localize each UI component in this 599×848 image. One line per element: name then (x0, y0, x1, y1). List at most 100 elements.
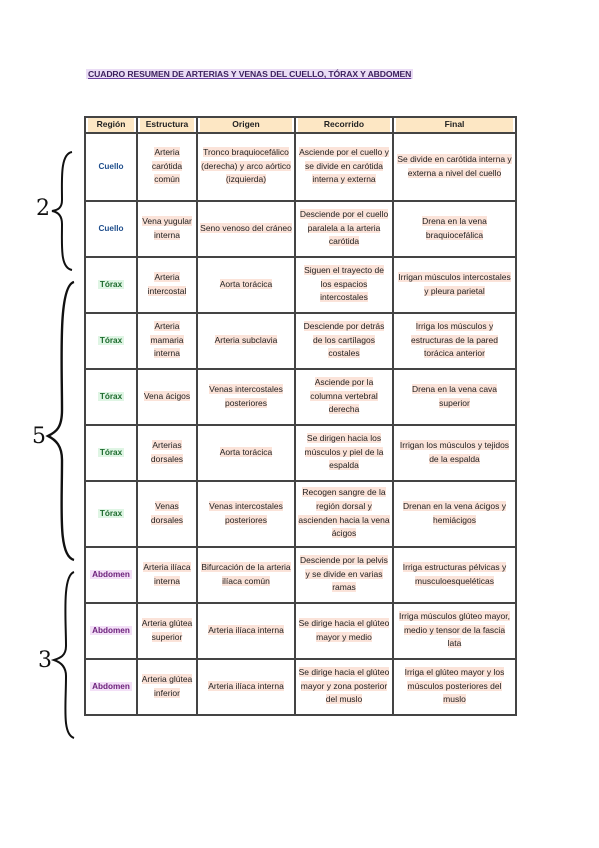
origen-cell: Venas intercostales posteriores (196, 367, 296, 426)
header-recorrido: Recorrido (294, 116, 394, 134)
origen-text: Arteria ilíaca interna (208, 680, 284, 691)
recorrido-text: Asciende por la columna vertebral derech… (310, 377, 378, 415)
estructura-text: Arteria intercostal (147, 272, 187, 296)
origen-text: Arteria subclavia (214, 334, 278, 345)
estructura-cell: Arteria ilíaca interna (136, 545, 198, 604)
final-text: Irriga los músculos y estructuras de la … (411, 321, 498, 359)
region-text: Tórax (97, 508, 125, 518)
final-cell: Irriga los músculos y estructuras de la … (392, 311, 517, 370)
estructura-cell: Vena yugular interna (136, 199, 198, 258)
estructura-text: Arteria carótida común (151, 147, 183, 185)
estructura-text: Vena ácigos (143, 390, 191, 401)
recorrido-text: Desciende por la pelvis y se divide en v… (300, 555, 388, 593)
recorrido-text: Se dirige hacia el glúteo mayor y medio (298, 618, 390, 642)
estructura-text: Venas dorsales (150, 501, 184, 525)
summary-table: Región Estructura Origen Recorrido Final… (84, 116, 517, 716)
origen-text: Seno venoso del cráneo (200, 222, 292, 233)
torax-brace-icon (45, 280, 75, 562)
region-text: Tórax (97, 335, 125, 345)
recorrido-cell: Desciende por la pelvis y se divide en v… (294, 545, 394, 604)
origen-text: Aorta torácica (219, 278, 273, 289)
abdomen-brace-icon (50, 571, 75, 739)
origen-cell: Arteria ilíaca interna (196, 657, 296, 716)
origen-cell: Seno venoso del cráneo (196, 199, 296, 258)
recorrido-text: Recogen sangre de la región dorsal y asc… (298, 487, 390, 539)
region-cell: Tórax (84, 367, 138, 426)
origen-cell: Aorta torácica (196, 255, 296, 314)
final-cell: Drena en la vena braquiocefálica (392, 199, 517, 258)
final-cell: Drena en la vena cava superior (392, 367, 517, 426)
final-cell: Se divide en carótida interna y externa … (392, 131, 517, 202)
header-origen: Origen (196, 116, 296, 134)
estructura-cell: Arteria mamaria interna (136, 311, 198, 370)
estructura-cell: Vena ácigos (136, 367, 198, 426)
region-cell: Tórax (84, 479, 138, 548)
final-text: Drenan en la vena ácigos y hemiácigos (402, 501, 506, 525)
origen-cell: Arteria subclavia (196, 311, 296, 370)
origen-text: Arteria ilíaca interna (208, 624, 284, 635)
abdomen-count: 3 (38, 648, 52, 673)
origen-cell: Bifurcación de la arteria ilíaca común (196, 545, 296, 604)
origen-text: Venas intercostales posteriores (209, 501, 283, 525)
region-cell: Tórax (84, 255, 138, 314)
header-estructura: Estructura (136, 116, 198, 134)
origen-text: Tronco braquiocefálico (derecha) y arco … (201, 147, 291, 185)
region-cell: Abdomen (84, 657, 138, 716)
estructura-cell: Arterias dorsales (136, 423, 198, 482)
final-cell: Irriga el glúteo mayor y los músculos po… (392, 657, 517, 716)
region-text: Tórax (97, 391, 125, 401)
region-cell: Cuello (84, 131, 138, 202)
table-row: Tórax Venas dorsales Venas intercostales p… (84, 479, 517, 548)
estructura-cell: Arteria glútea inferior (136, 657, 198, 716)
final-text: Drena en la vena cava superior (411, 384, 498, 408)
recorrido-cell: Se dirige hacia el glúteo mayor y medio (294, 601, 394, 660)
region-text: Abdomen (90, 681, 132, 691)
estructura-text: Arteria glútea superior (141, 618, 193, 642)
estructura-cell: Venas dorsales (136, 479, 198, 548)
cuello-count: 2 (36, 196, 50, 221)
table-row: Abdomen Arteria glútea inferior Arteria il… (84, 657, 517, 716)
recorrido-cell: Se dirigen hacia los músculos y piel de … (294, 423, 394, 482)
estructura-text: Arteria ilíaca interna (143, 562, 191, 586)
recorrido-text: Asciende por el cuello y se divide en ca… (299, 147, 389, 185)
region-text: Tórax (97, 279, 125, 289)
recorrido-cell: Asciende por la columna vertebral derech… (294, 367, 394, 426)
final-cell: Irriga músculos glúteo mayor, medio y te… (392, 601, 517, 660)
origen-cell: Arteria ilíaca interna (196, 601, 296, 660)
torax-count: 5 (32, 424, 46, 449)
recorrido-text: Desciende por el cuello paralela a la ar… (299, 209, 389, 247)
final-text: Drena en la vena braquiocefálica (422, 216, 487, 240)
origen-text: Aorta torácica (219, 446, 273, 457)
region-text: Abdomen (90, 625, 132, 635)
recorrido-cell: Desciende por detrás de los cartílagos c… (294, 311, 394, 370)
estructura-text: Arterias dorsales (150, 440, 184, 464)
region-cell: Tórax (84, 423, 138, 482)
origen-cell: Venas intercostales posteriores (196, 479, 296, 548)
final-text: Irriga estructuras pélvicas y musculoesq… (402, 562, 507, 586)
origen-text: Venas intercostales posteriores (209, 384, 283, 408)
region-text: Cuello (98, 223, 124, 233)
final-text: Irrigan los músculos y tejidos de la esp… (399, 440, 510, 464)
final-cell: Irriga estructuras pélvicas y musculoesq… (392, 545, 517, 604)
origen-cell: Aorta torácica (196, 423, 296, 482)
recorrido-text: Se dirigen hacia los músculos y piel de … (304, 433, 384, 471)
recorrido-cell: Asciende por el cuello y se divide en ca… (294, 131, 394, 202)
document-title: CUADRO RESUMEN DE ARTERIAS Y VENAS DEL C… (86, 69, 414, 79)
recorrido-text: Desciende por detrás de los cartílagos c… (303, 321, 385, 359)
estructura-text: Vena yugular interna (142, 216, 192, 240)
header-row: Región Estructura Origen Recorrido Final (84, 116, 517, 134)
table-row: Abdomen Arteria glútea superior Arteria il… (84, 601, 517, 660)
recorrido-cell: Se dirige hacia el glúteo mayor y zona p… (294, 657, 394, 716)
table-row: Tórax Arteria mamaria interna Arteria subc… (84, 311, 517, 370)
region-cell: Abdomen (84, 545, 138, 604)
final-text: Irriga músculos glúteo mayor, medio y te… (398, 611, 511, 649)
header-region: Región (84, 116, 138, 134)
region-text: Abdomen (90, 569, 132, 579)
recorrido-cell: Desciende por el cuello paralela a la ar… (294, 199, 394, 258)
estructura-text: Arteria glútea inferior (141, 674, 193, 698)
region-cell: Tórax (84, 311, 138, 370)
header-final: Final (392, 116, 517, 134)
origen-cell: Tronco braquiocefálico (derecha) y arco … (196, 131, 296, 202)
